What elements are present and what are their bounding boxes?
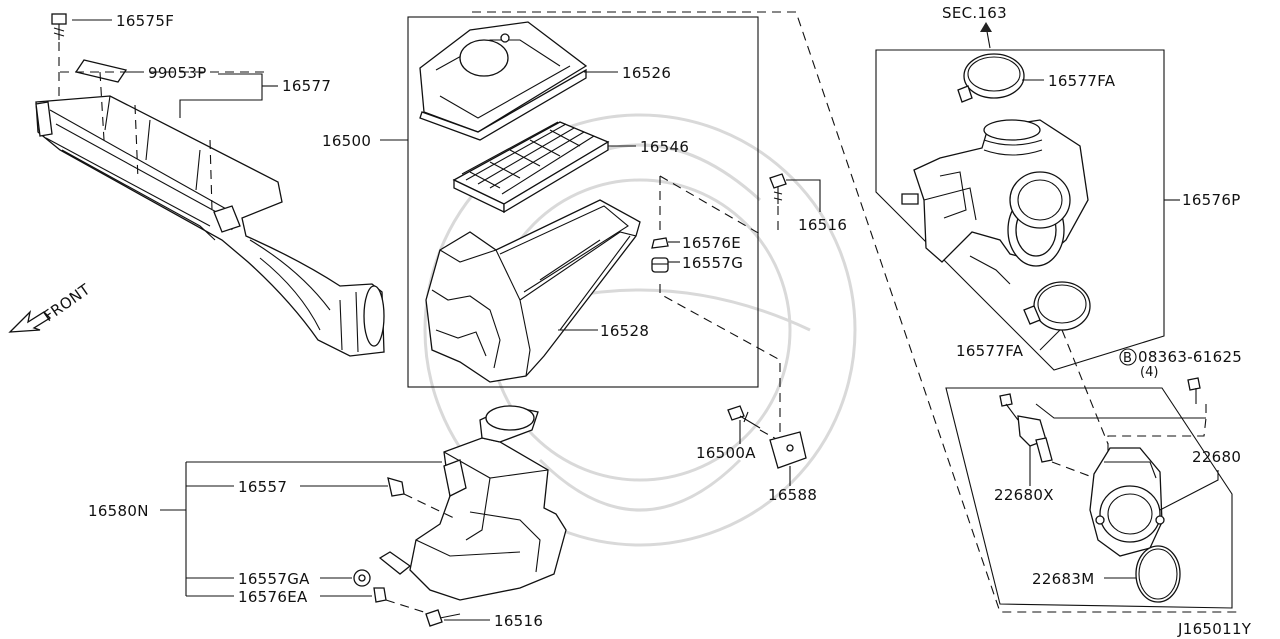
label-99053P: 99053P — [148, 64, 207, 82]
air-hose-16576P — [901, 119, 1089, 285]
label-16576EA: 16576EA — [238, 588, 308, 606]
label-16500A: 16500A — [696, 444, 756, 462]
label-16546: 16546 — [640, 138, 689, 156]
sec-arrow — [980, 22, 992, 49]
label-bolt-code: 08363-61625 — [1138, 348, 1242, 366]
grommet-16576EA — [373, 587, 387, 603]
sensor-22680X — [999, 393, 1053, 463]
label-16528: 16528 — [600, 322, 649, 340]
grommet-16576E — [651, 237, 669, 249]
label-16575F: 16575F — [116, 12, 174, 30]
label-16576P: 16576P — [1182, 191, 1241, 209]
mass-air-flow-sensor-22680 — [1089, 447, 1165, 557]
bolt-16516-bottom — [425, 609, 461, 627]
air-cleaner-assembly-box — [407, 16, 759, 388]
resonator-16580N — [378, 405, 567, 601]
label-16557: 16557 — [238, 478, 287, 496]
label-16526: 16526 — [622, 64, 671, 82]
air-filter-element-16546 — [452, 121, 610, 214]
air-cleaner-lower-case-16528 — [425, 199, 641, 383]
watermark-emblem — [423, 113, 857, 547]
bolt-16516-top — [769, 173, 787, 232]
label-16588: 16588 — [768, 486, 817, 504]
bolt-code-marker: B — [1119, 348, 1137, 366]
air-cleaner-cover-16526 — [419, 21, 588, 141]
label-16516-bottom: 16516 — [494, 612, 543, 630]
grommet-16557GA — [353, 569, 371, 587]
bracket-16588 — [769, 431, 807, 469]
label-16577FA-bottom: 16577FA — [956, 342, 1024, 360]
label-sec: SEC.163 — [942, 4, 1007, 22]
clamp-16577FA-bottom — [1023, 281, 1091, 331]
label-16577FA-top: 16577FA — [1048, 72, 1116, 90]
front-label: FRONT — [40, 280, 94, 325]
maf-sensor-outline — [945, 387, 1233, 609]
air-duct-16577-drawing — [35, 13, 385, 357]
clamp-16577FA-top — [957, 53, 1025, 103]
label-16580N: 16580N — [88, 502, 149, 520]
label-22680X: 22680X — [994, 486, 1054, 504]
bolt-16500A — [727, 405, 779, 441]
label-16557G: 16557G — [682, 254, 743, 272]
grommet-16557G — [651, 257, 669, 273]
hose-assembly-outline — [875, 49, 1165, 371]
front-arrow: FRONT — [8, 280, 94, 333]
label-16577: 16577 — [282, 77, 331, 95]
gasket-22683M — [1135, 545, 1181, 603]
diagram-code: J165011Y — [1177, 620, 1252, 638]
label-22680: 22680 — [1192, 448, 1241, 466]
label-16516-top: 16516 — [798, 216, 847, 234]
label-bolt-qty: (4) — [1140, 365, 1158, 380]
label-16500: 16500 — [322, 132, 371, 150]
label-16576E: 16576E — [682, 234, 741, 252]
label-16557GA: 16557GA — [238, 570, 310, 588]
bolt-right-top — [1187, 377, 1201, 404]
bolt-code-circle-letter: B — [1123, 351, 1132, 366]
label-22683M: 22683M — [1032, 570, 1094, 588]
grommet-16557 — [387, 477, 405, 497]
